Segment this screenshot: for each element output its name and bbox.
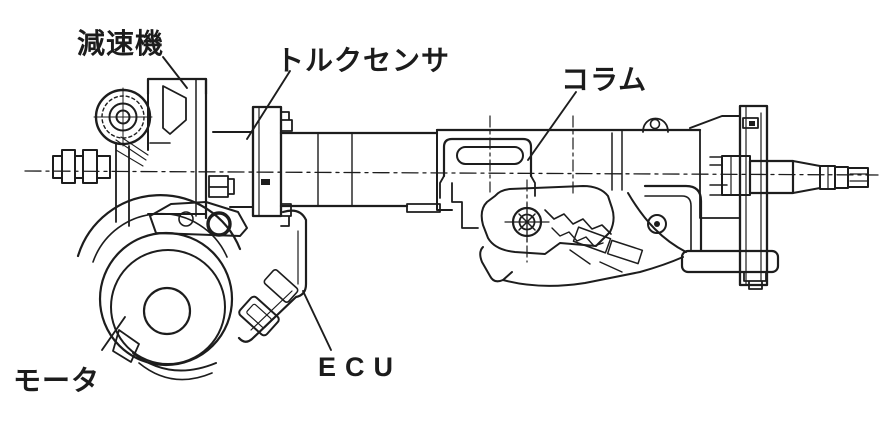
input-shaft-drawing <box>52 136 149 227</box>
leader-motor <box>101 316 126 351</box>
output-shaft-drawing <box>748 159 869 195</box>
tilt-mechanism-drawing <box>479 185 684 287</box>
label-ecu: ECU <box>318 352 403 382</box>
torque-sensor-drawing <box>212 105 293 227</box>
leader-torque-sensor <box>246 70 291 140</box>
label-motor: モータ <box>13 365 101 396</box>
label-torque-sensor: トルクセンサ <box>276 45 451 76</box>
leader-ecu <box>302 290 332 351</box>
label-column: コラム <box>561 64 648 95</box>
lower-bracket-arm-drawing <box>627 184 780 290</box>
leader-column <box>527 91 577 161</box>
ecu-drawing <box>237 209 308 343</box>
centerline <box>24 115 879 263</box>
leader-gear-reducer <box>162 56 188 89</box>
mount-bracket-drawing <box>439 137 536 229</box>
label-gear-reducer: 減速機 <box>77 28 165 59</box>
upper-bracket-drawing <box>689 104 769 287</box>
column-tube-drawing <box>279 117 702 213</box>
reduction-gear-drawing <box>93 77 235 220</box>
leader-lines <box>101 56 577 351</box>
motor-drawing <box>76 194 248 381</box>
